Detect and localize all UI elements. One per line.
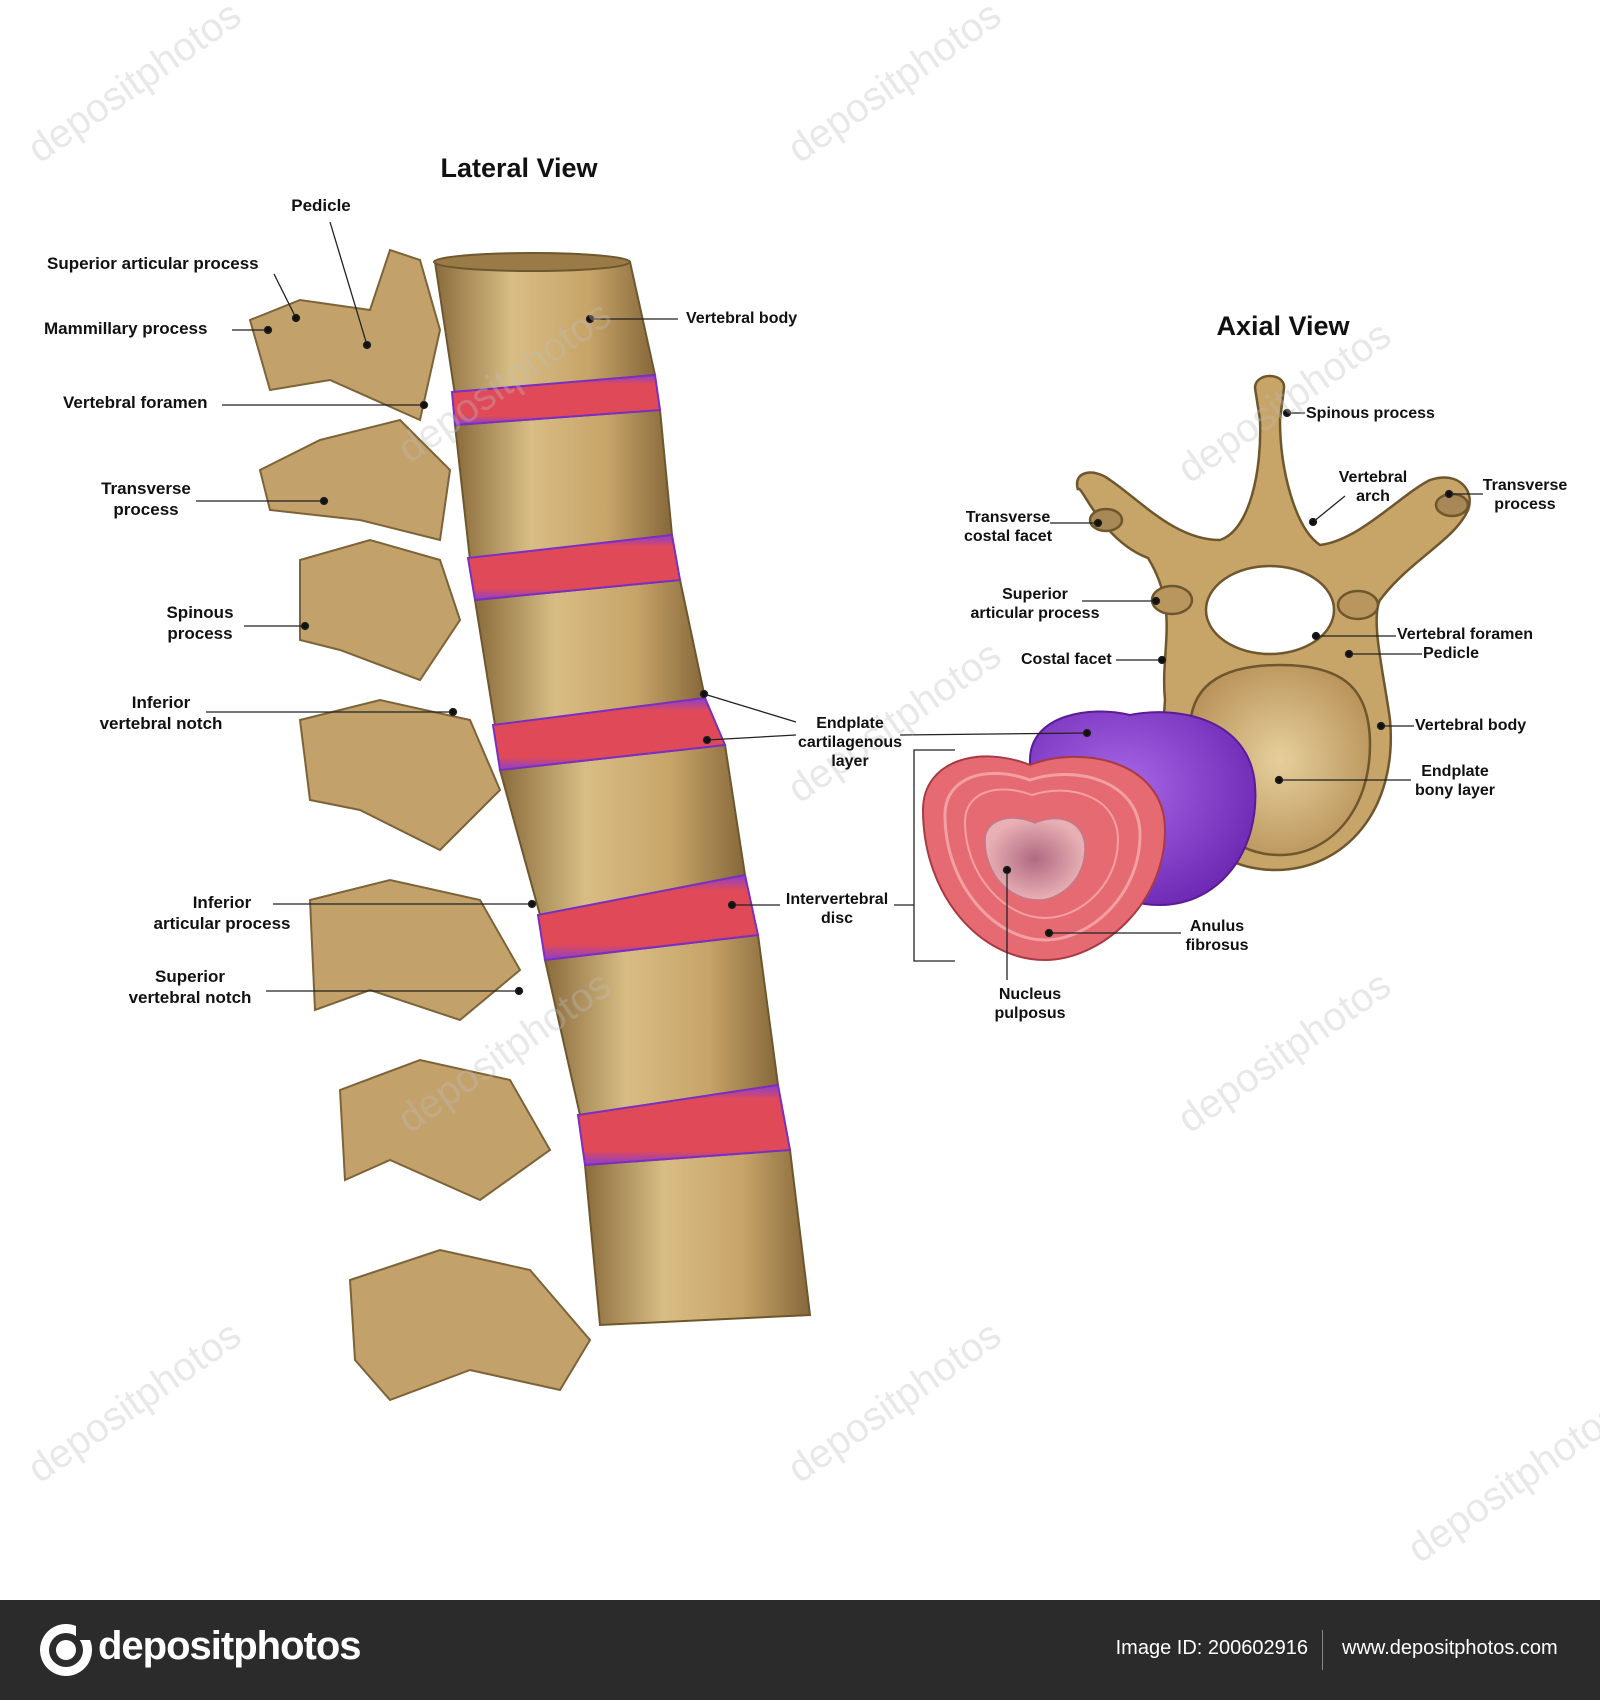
label-vertebral-arch: Vertebral arch	[1338, 469, 1408, 505]
label-axial-superior-articular-process: Superior articular process	[970, 586, 1100, 622]
axial-view-title: Axial View	[1216, 311, 1350, 341]
label-superior-vertebral-notch: Superior vertebral notch	[128, 967, 252, 1007]
footer-divider	[1322, 1630, 1323, 1670]
label-spinous-process: Spinous process	[166, 603, 234, 643]
label-inferior-articular-process: Inferior articular process	[153, 893, 291, 933]
depositphotos-logo-icon	[40, 1624, 92, 1676]
label-superior-articular-process: Superior articular process	[47, 254, 259, 273]
footer-url[interactable]: www.depositphotos.com	[1342, 1637, 1558, 1659]
lateral-intervertebral-discs	[450, 373, 792, 1167]
footer-brand: depositphotos	[98, 1624, 362, 1668]
label-endplate-cartilagenous-layer: Endplate cartilagenous layer	[797, 715, 903, 770]
footer-bar: depositphotos Image ID: 200602916 www.de…	[0, 1600, 1600, 1700]
label-axial-vertebral-body: Vertebral body	[1415, 717, 1527, 734]
label-axial-pedicle: Pedicle	[1423, 645, 1480, 662]
label-costal-facet: Costal facet	[1021, 651, 1112, 668]
lateral-vertebral-bodies	[433, 252, 812, 1327]
axial-leader-lines	[894, 408, 1483, 980]
label-transverse-costal-facet: Transverse costal facet	[963, 509, 1053, 545]
label-nucleus-pulposus: Nucleus pulposus	[994, 986, 1066, 1022]
label-intervertebral-disc: Intervertebral disc	[785, 891, 889, 927]
label-endplate-bony-layer: Endplate bony layer	[1414, 763, 1496, 799]
label-anulus-fibrosus: Anulus fibrosus	[1185, 918, 1249, 954]
label-transverse-process: Transverse process	[101, 479, 191, 519]
label-axial-vertebral-foramen: Vertebral foramen	[1397, 626, 1534, 643]
label-mammillary-process: Mammillary process	[44, 319, 208, 338]
label-vertebral-foramen: Vertebral foramen	[63, 393, 208, 412]
lateral-posterior-elements	[248, 248, 592, 1402]
label-axial-transverse-process: Transverse process	[1482, 477, 1568, 513]
lateral-leader-lines	[196, 221, 797, 996]
label-inferior-vertebral-notch: Inferior vertebral notch	[99, 693, 223, 733]
anatomy-illustration	[196, 221, 1483, 1402]
label-pedicle: Pedicle	[291, 196, 351, 215]
label-axial-spinous-process: Spinous process	[1306, 405, 1435, 422]
lateral-view-title: Lateral View	[440, 153, 598, 183]
footer-image-id: Image ID: 200602916	[1115, 1637, 1308, 1659]
label-vertebral-body: Vertebral body	[686, 310, 798, 327]
axial-disc	[921, 710, 1257, 962]
